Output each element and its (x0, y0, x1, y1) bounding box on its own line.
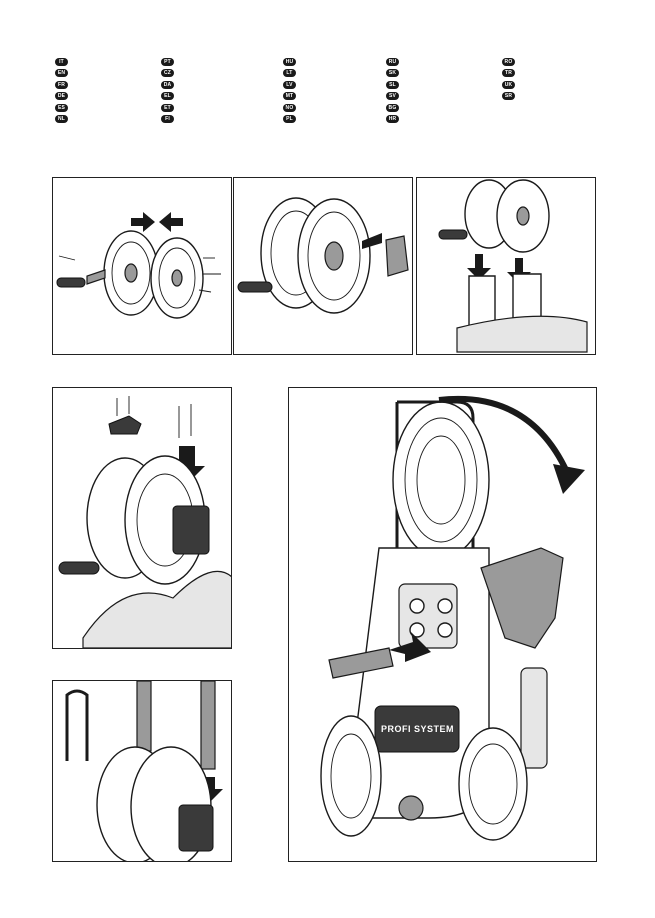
bracket-part (108, 415, 142, 435)
lang-badge: RU (386, 57, 399, 66)
lang-badge: LT (283, 69, 296, 77)
crank-grip (56, 277, 86, 288)
lang-badge: PT (161, 57, 174, 66)
language-index: IT EN FR DE ES NL PT CZ DA EL ET FI HU L… (55, 56, 615, 125)
figure-hose-guide (52, 680, 232, 862)
lance-holder (520, 667, 548, 769)
figure-reel-exploded (52, 177, 232, 355)
screw-icon (58, 255, 76, 261)
reel-cover-part (178, 804, 214, 852)
hose-connector (398, 795, 424, 821)
lang-badge: NO (283, 103, 296, 112)
rotation-arrow-icon (438, 396, 570, 474)
figure-bracket-screw (52, 387, 232, 649)
lang-badge: SV (386, 92, 399, 100)
lang-badge: EN (55, 69, 68, 77)
lang-badge: NL (55, 115, 68, 123)
lang-badge: FI (161, 115, 174, 123)
reel-cover-part (385, 235, 409, 277)
nozzle-part (328, 647, 394, 679)
lang-badge: ES (55, 103, 68, 112)
figure-reel-mount (416, 177, 596, 355)
language-column-3: HU LT LV MT NO PL (283, 56, 393, 125)
lang-badge: TR (502, 69, 515, 77)
lang-badge: DA (161, 80, 174, 89)
lang-badge: UK (502, 80, 515, 89)
arrow-down-icon (467, 254, 491, 280)
lang-badge: HR (386, 115, 399, 123)
hose-reel (392, 401, 490, 559)
spray-gun (480, 547, 564, 649)
u-hook-part (65, 689, 89, 761)
machine-body (82, 570, 231, 648)
lang-badge: SK (386, 69, 399, 77)
arrow-left-icon (362, 233, 382, 249)
language-column-2: PT CZ DA EL ET FI (161, 56, 271, 125)
lang-badge: RO (502, 57, 515, 66)
hose-guide-illustration (65, 681, 223, 861)
wheel-left (320, 715, 382, 837)
handle-tube (200, 681, 216, 770)
bracket-screw-illustration (58, 396, 231, 648)
language-column-1: IT EN FR DE ES NL (55, 56, 165, 125)
lang-badge: CZ (161, 69, 174, 77)
lang-badge: SR (502, 92, 515, 100)
brand-label: PROFI SYSTEM (381, 724, 454, 734)
lang-badge: DE (55, 92, 68, 100)
lang-badge: LV (283, 80, 296, 89)
lang-badge: MT (283, 92, 296, 100)
arrow-left-icon (159, 212, 183, 232)
lang-badge: HU (283, 57, 296, 66)
figure-machine-assembled: PROFI SYSTEM (288, 387, 597, 862)
control-panel (398, 583, 458, 649)
lang-badge: IT (55, 57, 68, 66)
reel-cover-illustration (237, 197, 409, 314)
lang-badge: PL (283, 115, 296, 123)
language-column-4: RU SK SL SV BG HR (386, 56, 496, 125)
handle-frame (397, 400, 475, 718)
lang-badge: BG (386, 103, 399, 112)
crank-handle (86, 269, 106, 285)
figure-reel-cover (233, 177, 413, 355)
lang-badge: EL (161, 92, 174, 100)
reel-mount-illustration (438, 179, 588, 353)
lang-badge: FR (55, 80, 68, 89)
machine-body (456, 315, 588, 353)
language-column-5: RO TR UK SR (502, 56, 612, 102)
crank-grip (438, 229, 468, 240)
arrow-right-icon (131, 212, 155, 232)
crank-grip (58, 561, 100, 575)
lang-badge: SL (386, 80, 399, 89)
arrow-right-icon (389, 632, 431, 662)
reel-exploded-illustration (56, 212, 221, 319)
screw-icon (198, 289, 212, 293)
handle-tube (136, 681, 152, 752)
accessory-box (374, 705, 460, 753)
reel-cover-part (172, 505, 210, 555)
machine-illustration: PROFI SYSTEM (320, 396, 585, 841)
lang-badge: ET (161, 103, 174, 112)
crank-grip (237, 281, 273, 293)
